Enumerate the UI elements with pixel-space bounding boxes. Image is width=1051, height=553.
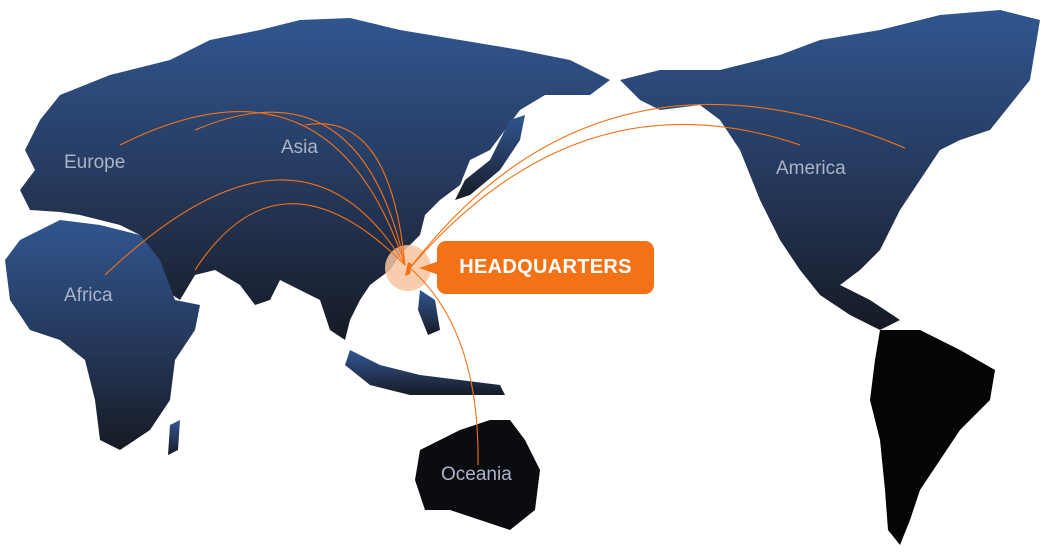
australia-landmass xyxy=(415,420,540,530)
philippines-landmass xyxy=(418,290,440,335)
region-label-europe: Europe xyxy=(64,152,126,173)
arc-asia xyxy=(304,123,406,266)
arc-america-1 xyxy=(409,104,906,269)
arc-america-2 xyxy=(409,123,801,269)
south-america-landmass xyxy=(870,330,995,545)
north-america-landmass xyxy=(620,10,1040,330)
madagascar-landmass xyxy=(168,420,180,455)
region-label-asia: Asia xyxy=(281,137,318,158)
region-label-africa: Africa xyxy=(64,285,113,306)
indonesia-landmass xyxy=(345,350,505,395)
japan-landmass xyxy=(455,115,525,200)
region-label-america: America xyxy=(776,158,846,179)
africa-landmass xyxy=(5,220,200,450)
connection-arcs xyxy=(104,104,906,466)
headquarters-marker-icon xyxy=(405,262,412,276)
arc-europe-1 xyxy=(119,111,406,266)
headquarters-callout: HEADQUARTERS xyxy=(419,241,654,294)
region-label-oceania: Oceania xyxy=(441,464,512,485)
arc-africa-1 xyxy=(104,179,406,276)
arc-oceania xyxy=(409,267,479,466)
eurasia-landmass xyxy=(20,18,610,340)
arc-africa-2 xyxy=(194,203,406,271)
arc-europe-2 xyxy=(194,111,406,266)
